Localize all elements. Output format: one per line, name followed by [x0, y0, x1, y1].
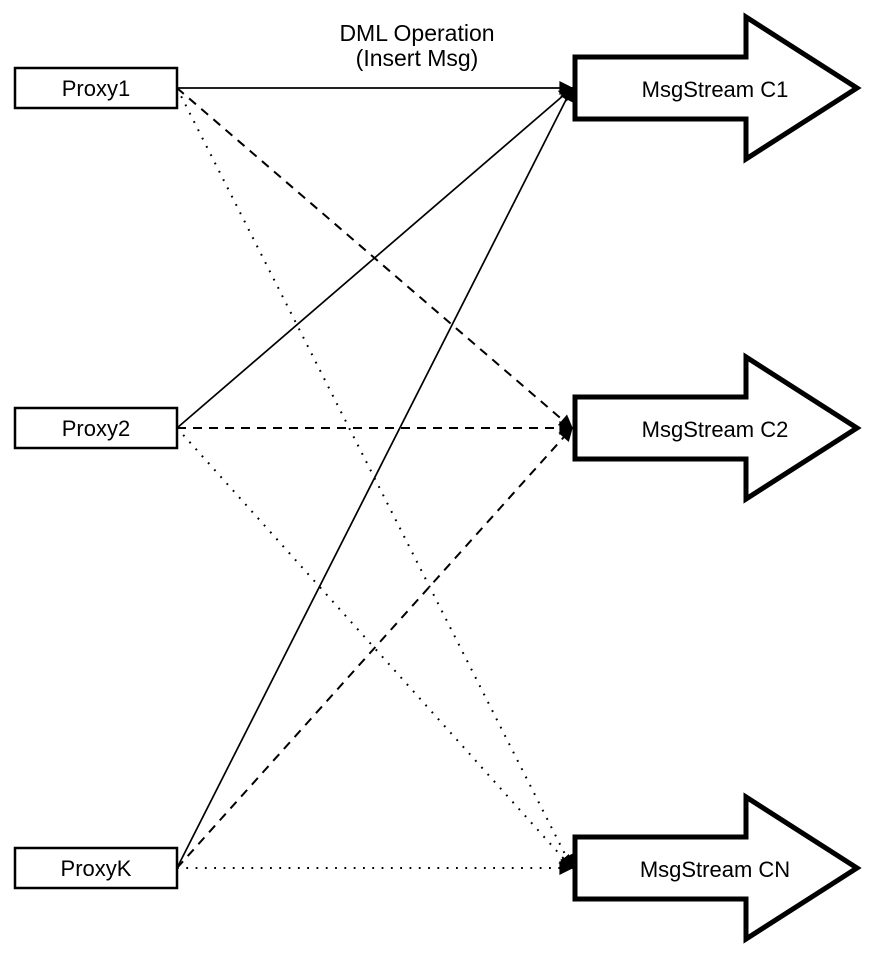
diagram-title-line2: (Insert Msg) [356, 45, 479, 71]
proxy-label-proxy1: Proxy1 [62, 76, 130, 101]
diagram-title-line1: DML Operation [339, 20, 494, 46]
edges-layer [176, 81, 574, 875]
edge-proxy2-c1 [176, 87, 574, 429]
edge-proxyk-c2 [176, 426, 573, 869]
proxy-box-proxy1 [13, 66, 179, 110]
proxy-label-proxy2: Proxy2 [62, 416, 130, 441]
stream-arrow-cn [572, 792, 862, 944]
stream-arrow-c2 [572, 352, 862, 504]
proxy-box-proxy2 [13, 406, 179, 450]
stream-label-c2: MsgStream C2 [642, 417, 789, 442]
proxy-label-proxyk: ProxyK [61, 856, 132, 881]
stream-label-cn: MsgStream CN [640, 857, 790, 882]
stream-arrow-c1 [572, 12, 862, 164]
edge-proxyk-c1 [176, 86, 573, 869]
proxy-box-proxyk [13, 846, 179, 890]
stream-label-c1: MsgStream C1 [642, 77, 789, 102]
